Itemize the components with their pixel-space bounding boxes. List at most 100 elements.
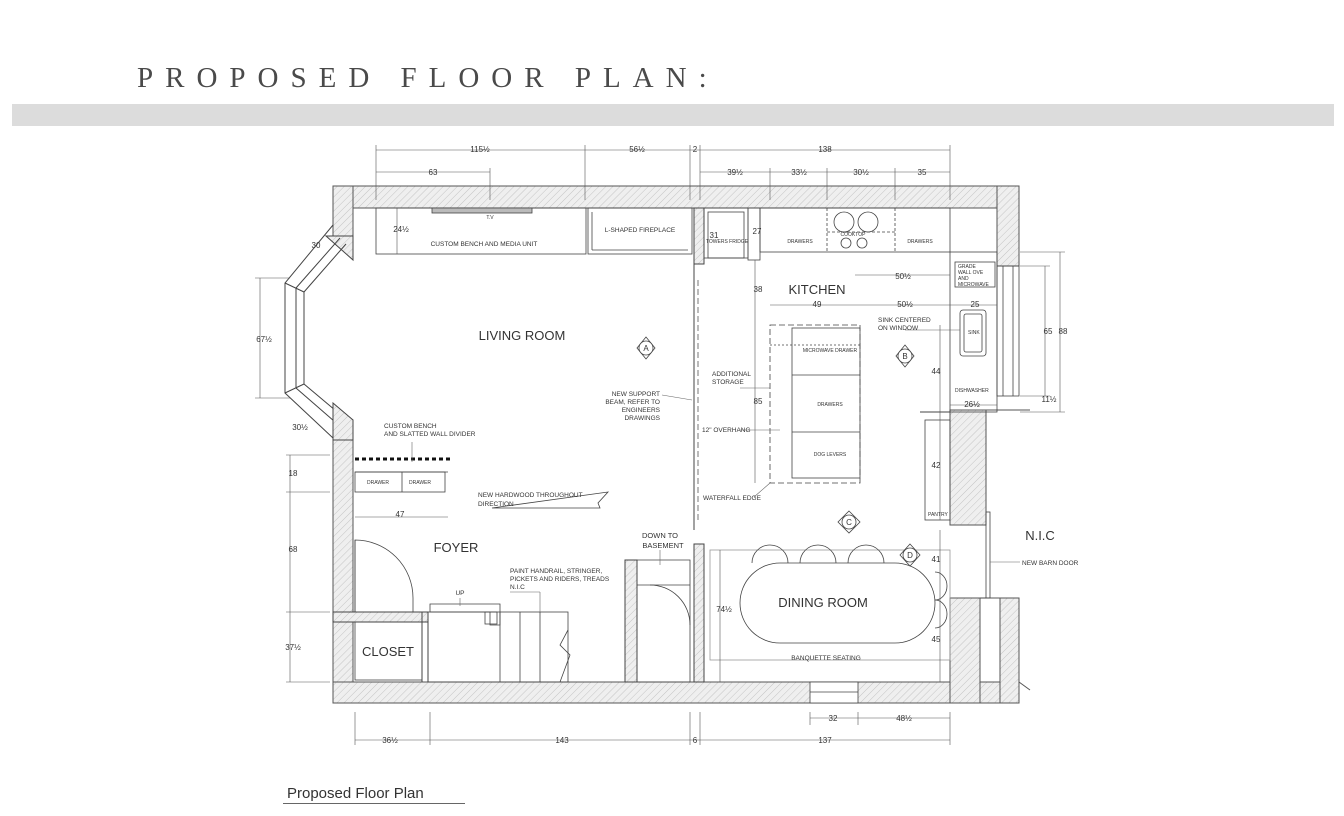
plan-caption: Proposed Floor Plan <box>287 785 424 802</box>
note-sink-2: ON WINDOW <box>878 325 919 332</box>
label-closet: CLOSET <box>362 644 414 659</box>
dim-k-65: 65 <box>1044 327 1053 336</box>
title-bar <box>12 104 1334 126</box>
dim-left-37: 37½ <box>285 643 301 652</box>
caption-underline <box>283 803 465 804</box>
dim-bot-36: 36½ <box>382 736 398 745</box>
note-up: UP <box>455 590 464 597</box>
dim-k-50a: 50½ <box>895 272 911 281</box>
dim-k-27: 27 <box>753 227 762 236</box>
kitchen-island <box>769 324 861 484</box>
dim-bay-30b: 30½ <box>292 423 308 432</box>
label-living-room: LIVING ROOM <box>479 328 566 343</box>
dim-k-85: 85 <box>754 397 763 406</box>
dim-k-38: 38 <box>754 285 763 294</box>
note-dishwasher: DISHWASHER <box>955 388 989 394</box>
note-towers-fridge: TOWERS FRIDGE <box>706 239 749 245</box>
dim-d-32: 32 <box>829 714 838 723</box>
note-barn-door: NEW BARN DOOR <box>1022 560 1079 567</box>
note-hardwood-1: NEW HARDWOOD THROUGHOUT <box>478 492 583 499</box>
dim-bench-24: 24½ <box>393 225 409 234</box>
dim-k-25: 25 <box>971 300 980 309</box>
note-beam-1: NEW SUPPORT <box>612 391 660 398</box>
note-overhang: 12" OVERHANG <box>702 427 751 434</box>
dining-furniture <box>709 544 951 704</box>
dim-top-30: 30½ <box>853 168 869 177</box>
note-wall-unit-1: GRADE <box>958 264 976 270</box>
note-sink-1: SINK CENTERED <box>878 317 931 324</box>
note-paint-2: PICKETS AND RIDERS, TREADS <box>510 576 610 583</box>
dim-top-115: 115½ <box>470 145 490 154</box>
note-drawer-1: DRAWER <box>367 480 389 486</box>
marker-b: B <box>902 352 907 361</box>
dim-k-49: 49 <box>813 300 822 309</box>
dim-top-138: 138 <box>818 145 832 154</box>
wall-top <box>332 185 1020 209</box>
note-wall-unit-3: AND <box>958 276 969 282</box>
note-wall-unit-2: WALL OVE <box>958 270 984 276</box>
note-island-1: MICROWAVE DRAWER <box>803 348 858 354</box>
note-hardwood-2: DIRECTION <box>478 501 514 508</box>
note-drawer-2: DRAWER <box>409 480 431 486</box>
dim-k-42: 42 <box>932 461 941 470</box>
wall-left-lower <box>332 419 354 704</box>
marker-a: A <box>643 344 649 353</box>
dim-bot-6: 6 <box>693 736 698 745</box>
note-basement-2: BASEMENT <box>642 541 684 550</box>
wall-right-mid <box>949 409 987 526</box>
dim-d-74: 74½ <box>716 605 732 614</box>
dim-top-63: 63 <box>429 168 438 177</box>
note-basement-1: DOWN TO <box>642 531 678 540</box>
dim-left-67: 67½ <box>256 335 272 344</box>
label-kitchen: KITCHEN <box>788 282 845 297</box>
dim-left-68: 68 <box>289 545 298 554</box>
dim-top-35: 35 <box>918 168 927 177</box>
wall-right-bottom <box>999 597 1020 704</box>
note-fireplace: L-SHAPED FIREPLACE <box>605 227 676 234</box>
living-millwork <box>354 207 693 509</box>
leader-lines <box>411 329 1020 612</box>
label-dining-room: DINING ROOM <box>778 595 868 610</box>
note-sink: SINK <box>968 330 980 336</box>
note-paint-3: N.I.C <box>510 584 525 591</box>
dim-d-48: 48½ <box>896 714 912 723</box>
dim-bot-143: 143 <box>555 736 569 745</box>
dim-left-18: 18 <box>289 469 298 478</box>
wall-bottom <box>332 681 1020 704</box>
note-beam-2: BEAM, REFER TO <box>605 399 660 406</box>
label-foyer: FOYER <box>434 540 479 555</box>
note-beam-3: ENGINEERS <box>622 407 661 414</box>
dim-top-56: 56½ <box>629 145 645 154</box>
note-cooktop: COOKTOP <box>841 232 867 238</box>
note-wall-unit-4: MICROWAVE <box>958 282 989 288</box>
note-drawers-2: DRAWERS <box>907 239 933 245</box>
dim-k-50b: 50½ <box>897 300 913 309</box>
note-tv: T.V <box>486 215 494 221</box>
dim-d-45: 45 <box>932 635 941 644</box>
marker-d: D <box>907 551 913 560</box>
note-slatted-2: AND SLATTED WALL DIVIDER <box>384 431 476 438</box>
dim-k-26: 26½ <box>964 400 980 409</box>
page-title: PROPOSED FLOOR PLAN: <box>137 62 719 94</box>
dimension-lines <box>255 145 1065 745</box>
wall-right-upper <box>996 185 1020 267</box>
note-storage-2: STORAGE <box>712 379 744 386</box>
dim-left-47: 47 <box>396 510 405 519</box>
dim-bot-137: 137 <box>818 736 832 745</box>
dim-bay-30a: 30 <box>312 241 321 250</box>
label-nic: N.I.C <box>1025 528 1055 543</box>
note-island-3: DOG LEVERS <box>814 452 847 458</box>
wall-right-lower <box>949 597 981 704</box>
dim-k-44: 44 <box>932 367 941 376</box>
section-markers <box>636 336 921 567</box>
wall-left-upper <box>332 185 354 237</box>
dim-top-33: 33½ <box>791 168 807 177</box>
dim-k-11: 11½ <box>1042 395 1057 404</box>
dim-top-2: 2 <box>693 145 698 154</box>
dim-k-31: 31 <box>710 231 719 240</box>
note-drawers-1: DRAWERS <box>787 239 813 245</box>
marker-c: C <box>846 518 852 527</box>
kitchen-cabinetry <box>703 207 1020 521</box>
dim-d-41: 41 <box>932 555 941 564</box>
